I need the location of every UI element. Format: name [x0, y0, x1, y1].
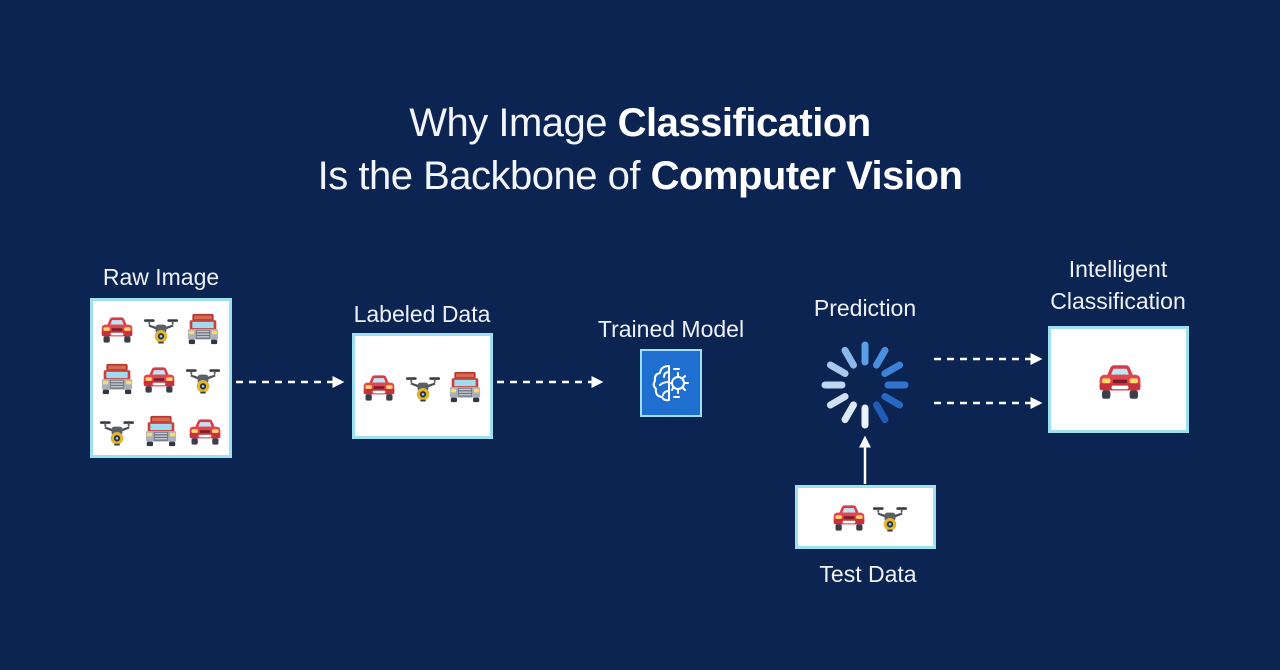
title-plain-2: Is the Backbone of	[317, 154, 651, 198]
title-plain-1: Why Image	[409, 101, 618, 145]
truck-icon	[143, 415, 179, 447]
ai-gear-brain-icon	[652, 365, 689, 402]
drone-icon	[185, 365, 221, 395]
drone-icon	[405, 373, 441, 403]
arrow-labeled-to-model	[497, 376, 604, 388]
car-icon	[187, 417, 223, 447]
title-line-2: Is the Backbone of Computer Vision	[0, 150, 1280, 202]
drone-icon	[99, 417, 135, 447]
arrow-test-to-prediction	[859, 435, 871, 484]
trained-model-label: Trained Model	[597, 316, 745, 342]
raw-image-label: Raw Image	[102, 264, 220, 290]
title-bold-1: Classification	[617, 101, 872, 145]
truck-icon	[447, 371, 483, 403]
arrow-prediction-to-classification-bottom	[934, 397, 1043, 409]
car-icon	[1096, 362, 1144, 402]
loading-spinner-icon	[821, 341, 909, 429]
arrow-raw-to-labeled	[236, 376, 345, 388]
car-icon	[831, 503, 867, 533]
labeled-data-box	[352, 333, 493, 439]
intelligent-classification-box	[1048, 326, 1189, 433]
arrow-prediction-to-classification-top	[934, 353, 1043, 365]
drone-icon	[143, 315, 179, 345]
drone-icon	[872, 503, 908, 533]
car-icon	[141, 365, 177, 395]
labeled-data-label: Labeled Data	[353, 301, 491, 327]
test-data-label: Test Data	[819, 561, 917, 587]
car-icon	[361, 373, 397, 403]
trained-model-box	[640, 349, 702, 417]
prediction-label: Prediction	[813, 295, 917, 321]
test-data-box	[795, 485, 936, 549]
truck-icon	[185, 313, 221, 345]
title-bold-2: Computer Vision	[650, 154, 963, 198]
intelligent-classification-label-2: Classification	[1050, 288, 1186, 314]
car-icon	[99, 315, 135, 345]
raw-image-box	[90, 298, 232, 458]
title-line-1: Why Image Classification	[0, 97, 1280, 149]
intelligent-classification-label-1: Intelligent	[1068, 256, 1168, 282]
truck-icon	[99, 363, 135, 395]
